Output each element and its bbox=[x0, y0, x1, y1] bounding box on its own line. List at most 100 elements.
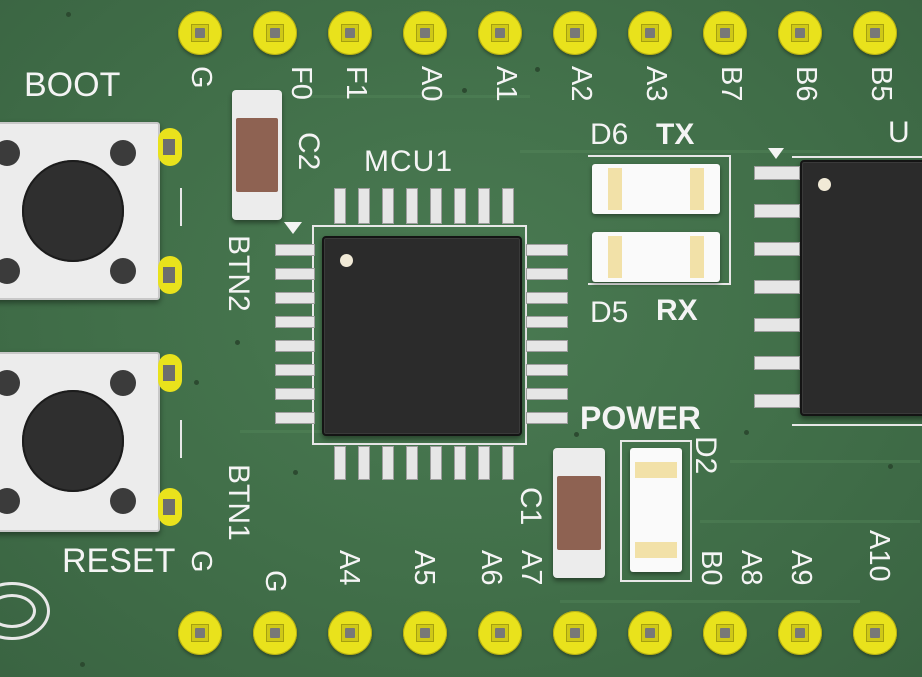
pin-label-top: A1 bbox=[490, 66, 522, 102]
mcu-lead bbox=[430, 446, 442, 480]
boot-label: BOOT bbox=[24, 66, 121, 104]
pin-label-bottom: G bbox=[259, 570, 291, 593]
pin-label-top: B7 bbox=[715, 66, 747, 102]
header-pad-bottom-10 bbox=[853, 611, 897, 655]
mcu-outline bbox=[312, 225, 527, 445]
header-pad-top-10 bbox=[853, 11, 897, 55]
via bbox=[574, 432, 579, 437]
d2-outline bbox=[620, 440, 692, 582]
header-pad-top-7 bbox=[628, 11, 672, 55]
u-lead bbox=[754, 318, 800, 332]
mcu-lead bbox=[334, 446, 346, 480]
pin-label-top: F0 bbox=[285, 66, 317, 100]
mcu-lead bbox=[358, 188, 370, 224]
header-pad-top-3 bbox=[328, 11, 372, 55]
mcu-lead bbox=[406, 446, 418, 480]
copper-trace bbox=[300, 95, 530, 98]
mcu-lead bbox=[275, 292, 315, 304]
pin-label-top: B5 bbox=[865, 66, 897, 102]
logo-ring bbox=[0, 594, 36, 628]
reset-button[interactable] bbox=[0, 352, 160, 532]
pin-label-bottom: B0 bbox=[695, 550, 727, 586]
header-pad-top-6 bbox=[553, 11, 597, 55]
pin-label-bottom: A7 bbox=[515, 550, 547, 586]
mcu-lead bbox=[502, 446, 514, 480]
header-pad-bottom-6 bbox=[553, 611, 597, 655]
mcu-lead bbox=[478, 446, 490, 480]
header-pad-top-8 bbox=[703, 11, 747, 55]
mcu-lead bbox=[478, 188, 490, 224]
mcu-lead bbox=[526, 388, 568, 400]
u-label: U bbox=[888, 116, 910, 149]
reset-label: RESET bbox=[62, 542, 176, 580]
copper-trace bbox=[700, 520, 920, 523]
mcu1-label: MCU1 bbox=[364, 145, 454, 178]
silk-line bbox=[180, 188, 182, 226]
mcu-lead bbox=[526, 412, 568, 424]
mcu-lead bbox=[382, 446, 394, 480]
mcu-lead bbox=[526, 316, 568, 328]
header-pad-top-4 bbox=[403, 11, 447, 55]
mcu-lead bbox=[430, 188, 442, 224]
capacitor-c1 bbox=[553, 448, 605, 578]
button-pad bbox=[158, 256, 182, 294]
u-lead bbox=[754, 166, 800, 180]
header-pad-bottom-4 bbox=[403, 611, 447, 655]
mcu-lead bbox=[275, 316, 315, 328]
via bbox=[80, 662, 85, 667]
u-lead bbox=[754, 204, 800, 218]
u-chip bbox=[800, 160, 922, 416]
via bbox=[512, 73, 517, 78]
mcu-lead bbox=[526, 340, 568, 352]
led-d2 bbox=[630, 448, 682, 572]
mcu-lead bbox=[406, 188, 418, 224]
via bbox=[66, 12, 71, 17]
header-pad-bottom-2 bbox=[253, 611, 297, 655]
power-label: POWER bbox=[580, 400, 701, 436]
u-lead bbox=[754, 394, 800, 408]
header-pad-bottom-9 bbox=[778, 611, 822, 655]
mcu-lead bbox=[275, 340, 315, 352]
mcu-lead bbox=[454, 446, 466, 480]
pin-label-top: F1 bbox=[340, 66, 372, 100]
u-lead bbox=[754, 280, 800, 294]
copper-trace bbox=[560, 600, 860, 603]
via bbox=[462, 88, 467, 93]
pin-label-bottom: A6 bbox=[475, 550, 507, 586]
header-pad-bottom-1 bbox=[178, 611, 222, 655]
pin-label-top: A2 bbox=[565, 66, 597, 102]
mcu-lead bbox=[526, 364, 568, 376]
mcu-lead bbox=[526, 292, 568, 304]
header-pad-bottom-5 bbox=[478, 611, 522, 655]
tx-label: TX bbox=[656, 118, 695, 151]
header-pad-top-9 bbox=[778, 11, 822, 55]
copper-trace bbox=[520, 150, 820, 153]
header-pad-top-5 bbox=[478, 11, 522, 55]
pin-label-top: B6 bbox=[790, 66, 822, 102]
c2-label: C2 bbox=[292, 132, 325, 171]
rx-label: RX bbox=[656, 294, 698, 327]
mcu-lead bbox=[382, 188, 394, 224]
led-d5 bbox=[592, 232, 720, 282]
mcu-lead bbox=[502, 188, 514, 224]
mcu-lead bbox=[358, 446, 370, 480]
u-lead bbox=[754, 356, 800, 370]
mcu-lead bbox=[454, 188, 466, 224]
header-pad-top-1 bbox=[178, 11, 222, 55]
u-lead bbox=[754, 242, 800, 256]
via bbox=[194, 380, 199, 385]
header-pad-top-2 bbox=[253, 11, 297, 55]
header-pad-bottom-8 bbox=[703, 611, 747, 655]
pin-label-bottom: A10 bbox=[863, 530, 895, 582]
u-outline bbox=[792, 156, 922, 426]
mcu-lead bbox=[275, 268, 315, 280]
via bbox=[744, 430, 749, 435]
button-pad bbox=[158, 354, 182, 392]
header-pad-bottom-7 bbox=[628, 611, 672, 655]
mcu-lead bbox=[275, 244, 315, 256]
capacitor-c2 bbox=[232, 90, 282, 220]
copper-trace bbox=[240, 430, 340, 433]
boot-button[interactable] bbox=[0, 122, 160, 300]
mcu-lead bbox=[526, 268, 568, 280]
